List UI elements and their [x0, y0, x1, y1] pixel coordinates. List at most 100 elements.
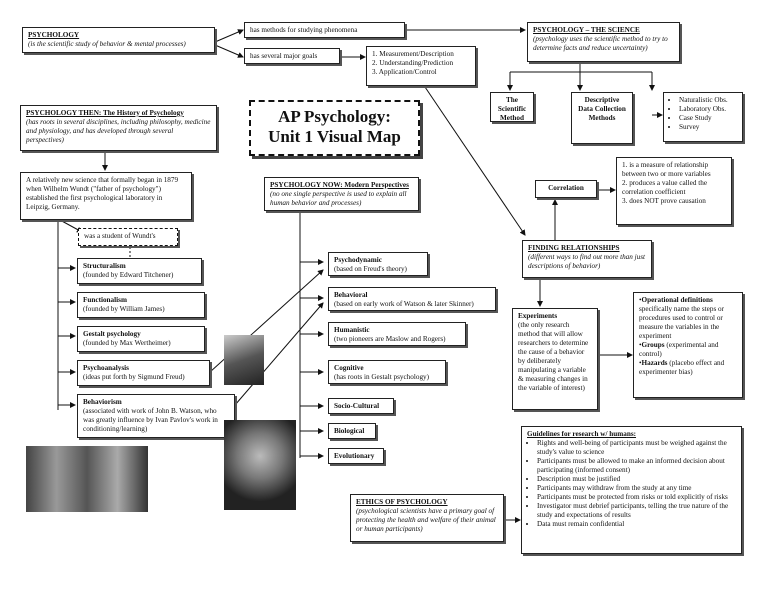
goals-text: has several major goals: [250, 52, 318, 60]
modern-name: Evolutionary: [334, 452, 375, 460]
history-name: Gestalt psychology: [83, 330, 141, 338]
modern-name: Cognitive: [334, 364, 364, 372]
goal-item: 1. Measurement/Description: [372, 50, 454, 58]
descriptive-item: Case Study: [679, 114, 737, 123]
wundt-box: A relatively new science that formally b…: [20, 172, 192, 220]
correlation-item: 3. does NOT prove causation: [622, 197, 706, 205]
exp-term-item: •Hazards (placebo effect and experimente…: [639, 359, 725, 376]
ethics-box: ETHICS OF PSYCHOLOGY (psychological scie…: [350, 494, 504, 542]
map-title: AP Psychology: Unit 1 Visual Map: [249, 100, 420, 156]
student-text: was a student of Wundt's: [84, 232, 156, 240]
history-gestalt: Gestalt psychology (founded by Max Werth…: [77, 326, 205, 352]
student-box: was a student of Wundt's: [78, 228, 178, 246]
psychology-heading: PSYCHOLOGY: [28, 31, 80, 39]
guideline-item: Investigator must debrief participants, …: [537, 502, 736, 520]
history-name: Behaviorism: [83, 398, 122, 406]
exp-term-item: •Groups (experimental and control): [639, 341, 719, 358]
modern-psychodynamic: Psychodynamic (based on Freud's theory): [328, 252, 428, 276]
modern-biological: Biological: [328, 423, 376, 439]
methods-text: has methods for studying phenomena: [250, 26, 358, 34]
descriptive-item: Naturalistic Obs.: [679, 96, 737, 105]
modern-cognitive: Cognitive (has roots in Gestalt psycholo…: [328, 360, 446, 384]
guideline-item: Rights and well-being of participants mu…: [537, 439, 736, 457]
correlation-box: Correlation: [535, 180, 597, 198]
descriptive-list: Naturalistic Obs. Laboratory Obs. Case S…: [669, 96, 737, 132]
history-name: Functionalism: [83, 296, 127, 304]
modern-desc: (based on early work of Watson & later S…: [334, 300, 474, 308]
history-name: Structuralism: [83, 262, 126, 270]
correlation-item: 2. produces a value called the correlati…: [622, 179, 708, 196]
descriptive-methods-box: Descriptive Data Collection Methods: [571, 92, 633, 144]
exp-term-desc: (placebo effect and experimenter bias): [639, 359, 725, 376]
psychology-desc: (is the scientific study of behavior & m…: [28, 40, 186, 48]
experiments-box: Experiments (the only research method th…: [512, 308, 598, 410]
ethics-desc: (psychological scientists have a primary…: [356, 507, 496, 533]
correlation-item: 1. is a measure of relationship between …: [622, 161, 711, 178]
finding-heading: FINDING RELATIONSHIPS: [528, 244, 620, 252]
guideline-item: Data must remain confidential: [537, 520, 736, 529]
modern-name: Humanistic: [334, 326, 370, 334]
history-desc: (ideas put forth by Sigmund Freud): [83, 373, 185, 381]
history-behaviorism: Behaviorism (associated with work of Joh…: [77, 394, 235, 438]
history-desc: (founded by Edward Titchener): [83, 271, 174, 279]
scientific-method-text: The Scientific Method: [497, 96, 527, 122]
history-desc: (founded by William James): [83, 305, 165, 313]
modern-evolutionary: Evolutionary: [328, 448, 384, 464]
ethics-heading: ETHICS OF PSYCHOLOGY: [356, 498, 448, 506]
descriptive-list-box: Naturalistic Obs. Laboratory Obs. Case S…: [663, 92, 743, 142]
title-line1: AP Psychology:: [278, 107, 391, 126]
then-heading: PSYCHOLOGY THEN: The History of Psycholo…: [26, 109, 184, 117]
science-box: PSYCHOLOGY – THE SCIENCE (psychology use…: [527, 22, 680, 62]
exp-term-desc: (experimental and control): [639, 341, 719, 358]
modern-socio-cultural: Socio-Cultural: [328, 398, 394, 414]
guidelines-list: Rights and well-being of participants mu…: [527, 439, 736, 529]
goal-item: 3. Application/Control: [372, 68, 437, 76]
experiment-terms-box: •Operational definitions specifically na…: [633, 292, 743, 398]
watson-photo: [224, 420, 296, 510]
scientific-method-box: The Scientific Method: [490, 92, 534, 122]
correlation-list-box: 1. is a measure of relationship between …: [616, 157, 732, 225]
modern-behavioral: Behavioral (based on early work of Watso…: [328, 287, 496, 311]
now-heading: PSYCHOLOGY NOW: Modern Perspectives: [270, 181, 409, 189]
guideline-item: Description must be justified: [537, 475, 736, 484]
pavlov-lab-photo: [26, 446, 148, 512]
history-functionalism: Functionalism (founded by William James): [77, 292, 205, 318]
history-structuralism: Structuralism (founded by Edward Titchen…: [77, 258, 202, 284]
exp-term-item: •Operational definitions specifically na…: [639, 296, 725, 340]
now-box: PSYCHOLOGY NOW: Modern Perspectives (no …: [264, 177, 419, 211]
guidelines-box: Guidelines for research w/ humans: Right…: [521, 426, 742, 554]
descriptive-methods-text: Descriptive Data Collection Methods: [578, 96, 626, 122]
experiments-heading: Experiments: [518, 312, 558, 320]
science-desc: (psychology uses the scientific method t…: [533, 35, 668, 52]
title-line2: Unit 1 Visual Map: [268, 127, 401, 147]
goal-item: 2. Understanding/Prediction: [372, 59, 454, 67]
then-desc: (has roots in several disciplines, inclu…: [26, 118, 211, 144]
wundt-text: A relatively new science that formally b…: [26, 176, 179, 211]
modern-desc: (based on Freud's theory): [334, 265, 407, 273]
modern-humanistic: Humanistic (two pioneers are Maslow and …: [328, 322, 466, 346]
modern-name: Socio-Cultural: [334, 402, 380, 410]
methods-box: has methods for studying phenomena: [244, 22, 405, 38]
exp-term: Groups: [641, 341, 665, 349]
goals-box: has several major goals: [244, 48, 340, 64]
finding-box: FINDING RELATIONSHIPS (different ways to…: [522, 240, 652, 278]
history-desc: (founded by Max Wertheimer): [83, 339, 171, 347]
now-desc: (no one single perspective is used to ex…: [270, 190, 407, 207]
freud-photo: [224, 335, 264, 385]
guideline-item: Participants must be protected from risk…: [537, 493, 736, 502]
then-box: PSYCHOLOGY THEN: The History of Psycholo…: [20, 105, 217, 151]
finding-desc: (different ways to find out more than ju…: [528, 253, 646, 270]
psychology-box: PSYCHOLOGY (is the scientific study of b…: [22, 27, 215, 53]
descriptive-item: Laboratory Obs.: [679, 105, 737, 114]
modern-name: Psychodynamic: [334, 256, 382, 264]
history-psychoanalysis: Psychoanalysis (ideas put forth by Sigmu…: [77, 360, 210, 386]
correlation-text: Correlation: [548, 184, 584, 192]
exp-term-desc: specifically name the steps or procedure…: [639, 305, 725, 340]
history-desc: (associated with work of John B. Watson,…: [83, 407, 218, 433]
science-heading: PSYCHOLOGY – THE SCIENCE: [533, 26, 640, 34]
guidelines-heading: Guidelines for research w/ humans:: [527, 430, 637, 438]
exp-term: Hazards: [641, 359, 668, 367]
modern-name: Biological: [334, 427, 365, 435]
history-name: Psychoanalysis: [83, 364, 129, 372]
modern-desc: (has roots in Gestalt psychology): [334, 373, 430, 381]
